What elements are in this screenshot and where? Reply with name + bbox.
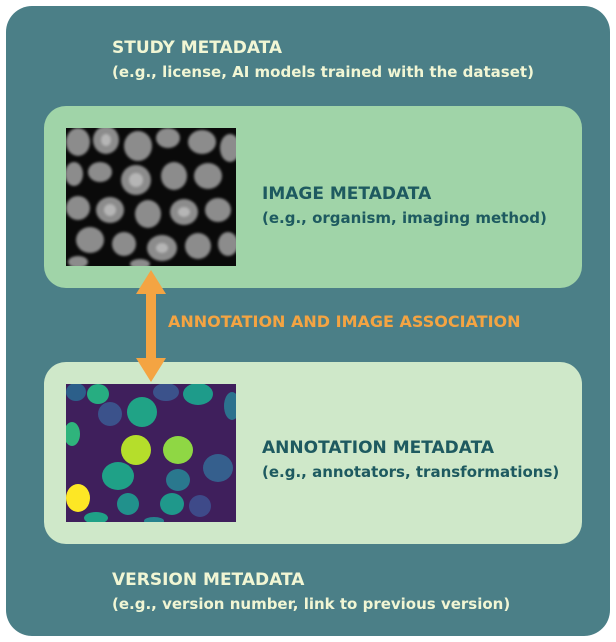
study-metadata-detail: (e.g., license, AI models trained with t… — [112, 63, 534, 81]
version-metadata-title: VERSION METADATA — [112, 570, 305, 590]
association-label: ANNOTATION AND IMAGE ASSOCIATION — [168, 312, 521, 331]
double-arrow-icon — [136, 270, 166, 382]
image-metadata-title: IMAGE METADATA — [262, 184, 432, 204]
image-metadata-detail: (e.g., organism, imaging method) — [262, 209, 547, 227]
study-metadata-title: STUDY METADATA — [112, 38, 283, 58]
microscopy-image-thumbnail — [66, 128, 236, 266]
annotation-metadata-panel: ANNOTATION METADATA (e.g., annotators, t… — [44, 362, 582, 544]
annotation-metadata-text: ANNOTATION METADATA (e.g., annotators, t… — [262, 436, 559, 484]
version-metadata-detail: (e.g., version number, link to previous … — [112, 595, 511, 613]
metadata-diagram: STUDY METADATA (e.g., license, AI models… — [6, 6, 610, 636]
annotation-metadata-detail: (e.g., annotators, transformations) — [262, 463, 560, 481]
image-metadata-panel: IMAGE METADATA (e.g., organism, imaging … — [44, 106, 582, 288]
annotation-metadata-title: ANNOTATION METADATA — [262, 438, 495, 458]
study-metadata-label: STUDY METADATA (e.g., license, AI models… — [112, 36, 534, 84]
segmentation-mask-thumbnail — [66, 384, 236, 522]
image-metadata-text: IMAGE METADATA (e.g., organism, imaging … — [262, 182, 547, 230]
version-metadata-label: VERSION METADATA (e.g., version number, … — [112, 568, 510, 616]
